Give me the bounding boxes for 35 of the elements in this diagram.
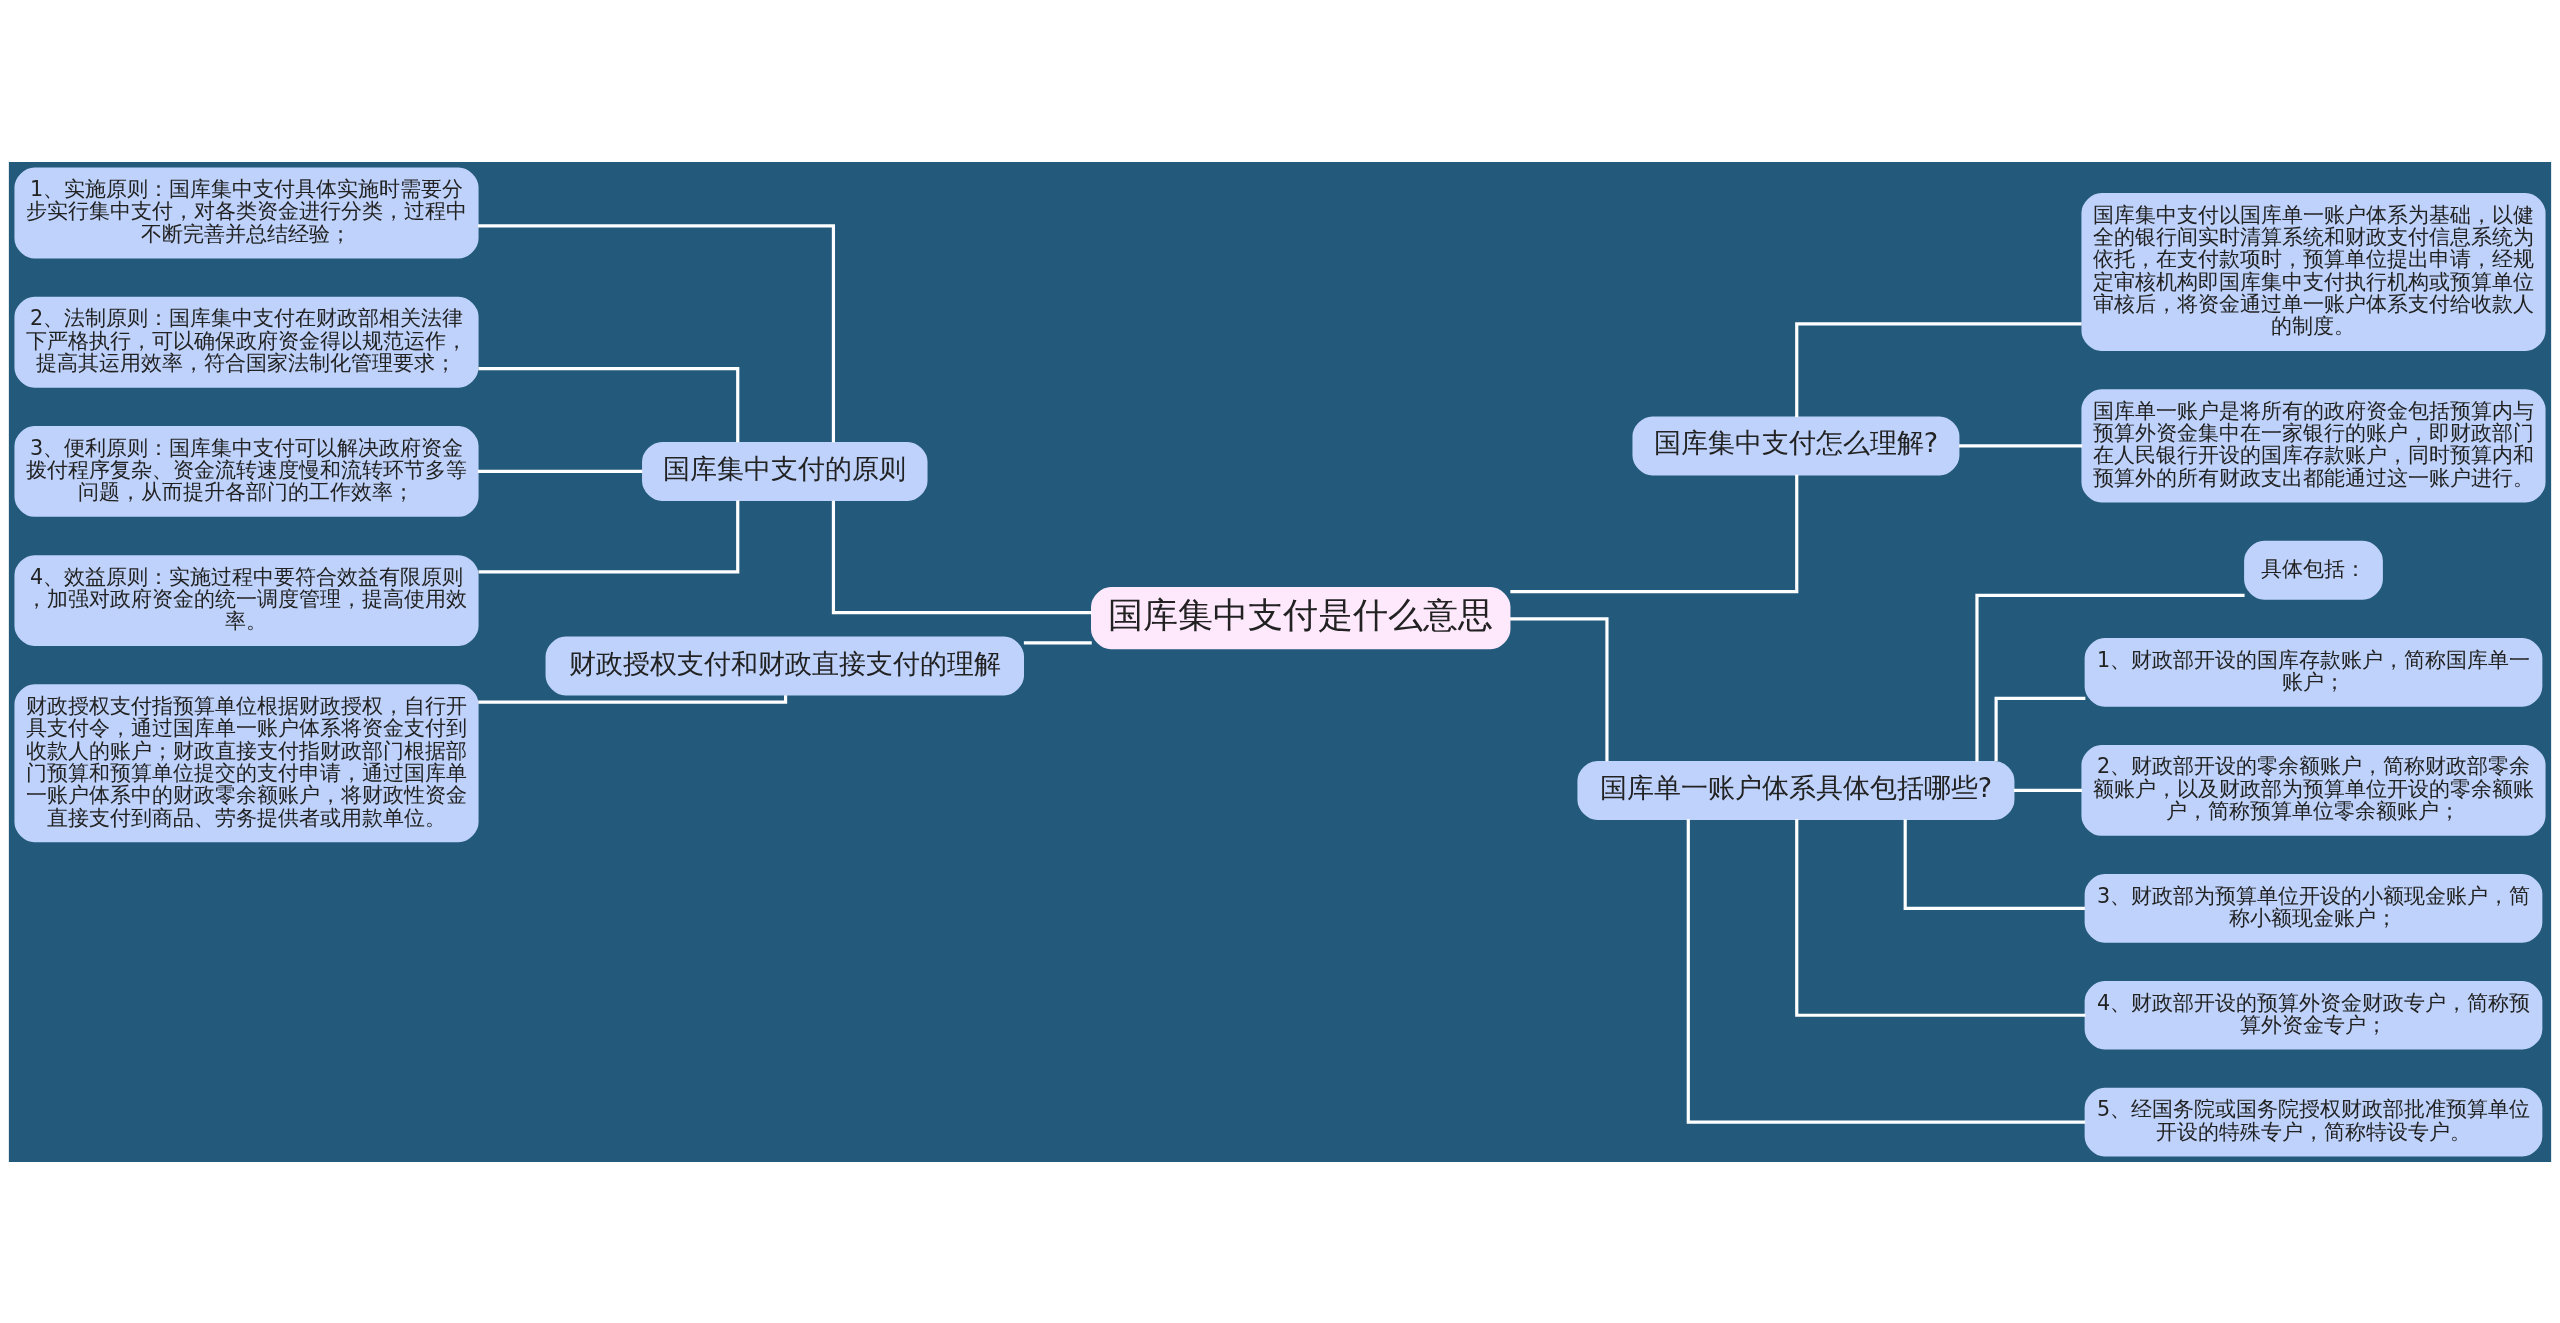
- connector: [1795, 321, 2082, 417]
- node-box: 国库集中支付的原则: [642, 441, 928, 501]
- connector: [831, 500, 1092, 614]
- connector: [1975, 593, 2245, 762]
- connector: [1959, 443, 2083, 447]
- connector: [1510, 474, 1799, 593]
- node-box: 具体包括：: [2244, 540, 2383, 600]
- node-box: 3、财政部为预算单位开设的小额现金账户，简称小额现金账户；: [2084, 873, 2543, 943]
- node-box: 财政授权支付和财政直接支付的理解: [545, 636, 1024, 695]
- connector: [478, 499, 740, 573]
- node-box: 国库集中支付是什么意思: [1091, 586, 1511, 649]
- connector: [2013, 788, 2083, 792]
- connector: [1686, 818, 2086, 1124]
- connector: [477, 469, 643, 473]
- node-box: 国库单一账户是将所有的政府资金包括预算内与预算外资金集中在一家银行的账户，即财政部门在人民银行开设的国库存款账户，同时预算内和预算外的所有财政支出都能通过这一账户进行。: [2081, 388, 2546, 502]
- connector: [478, 223, 836, 442]
- node-box: 4、效益原则：实施过程中要符合效益有限原则，加强对政府资金的统一调度管理，提高使用效率。: [14, 554, 479, 646]
- node-box: 国库集中支付以国库单一账户体系为基础，以健全的银行间实时清算系统和财政支付信息系统为依托，在支付款项时，预算单位提出申请，经规定审核机构即国库集中支付执行机构或预算单位审核后，将资金通过单一账户体系支付给收款人的制度。: [2081, 192, 2546, 351]
- connector: [478, 694, 788, 704]
- connector: [1903, 819, 2085, 910]
- node-box: 财政授权支付指预算单位根据财政授权，自行开具支付令，通过国库单一账户体系将资金支付到收款人的账户；财政直接支付指财政部门根据部门预算和预算单位提交的支付申请，通过国库单一账户体系中的财政零余额账户，将财政性资金直接支付到商品、劳务提供者或用款单位。: [14, 683, 479, 842]
- node-box: 1、财政部开设的国库存款账户，简称国库单一账户；: [2084, 637, 2543, 707]
- node-box: 2、法制原则：国库集中支付在财政部相关法律下严格执行，可以确保政府资金得以规范运作，提高其运用效率，符合国家法制化管理要求；: [14, 296, 479, 388]
- node-box: 国库集中支付怎么理解?: [1632, 415, 1960, 475]
- node-box: 3、便利原则：国库集中支付可以解决政府资金拨付程序复杂、资金流转速度慢和流转环节多等问题，从而提升各部门的工作效率；: [14, 425, 479, 517]
- node-box: 国库单一账户体系具体包括哪些?: [1577, 760, 2015, 820]
- connector: [1023, 640, 1092, 644]
- node-box: 5、经国务院或国务院授权财政部批准预算单位开设的特殊专户，简称特设专户。: [2084, 1087, 2543, 1156]
- node-box: 2、财政部开设的零余额账户，简称财政部零余额账户，以及财政部为预算单位开设的零余额账户，简称预算单位零余额账户；: [2081, 744, 2546, 836]
- connector: [1510, 616, 1609, 761]
- connector: [1795, 818, 2086, 1017]
- node-box: 4、财政部开设的预算外资金财政专户，简称预算外资金专户；: [2084, 980, 2543, 1050]
- node-box: 1、实施原则：国库集中支付具体实施时需要分步实行集中支付，对各类资金进行分类，过程中不断完善并总结经验；: [14, 167, 479, 258]
- connector: [1994, 696, 2086, 761]
- connector: [478, 366, 740, 442]
